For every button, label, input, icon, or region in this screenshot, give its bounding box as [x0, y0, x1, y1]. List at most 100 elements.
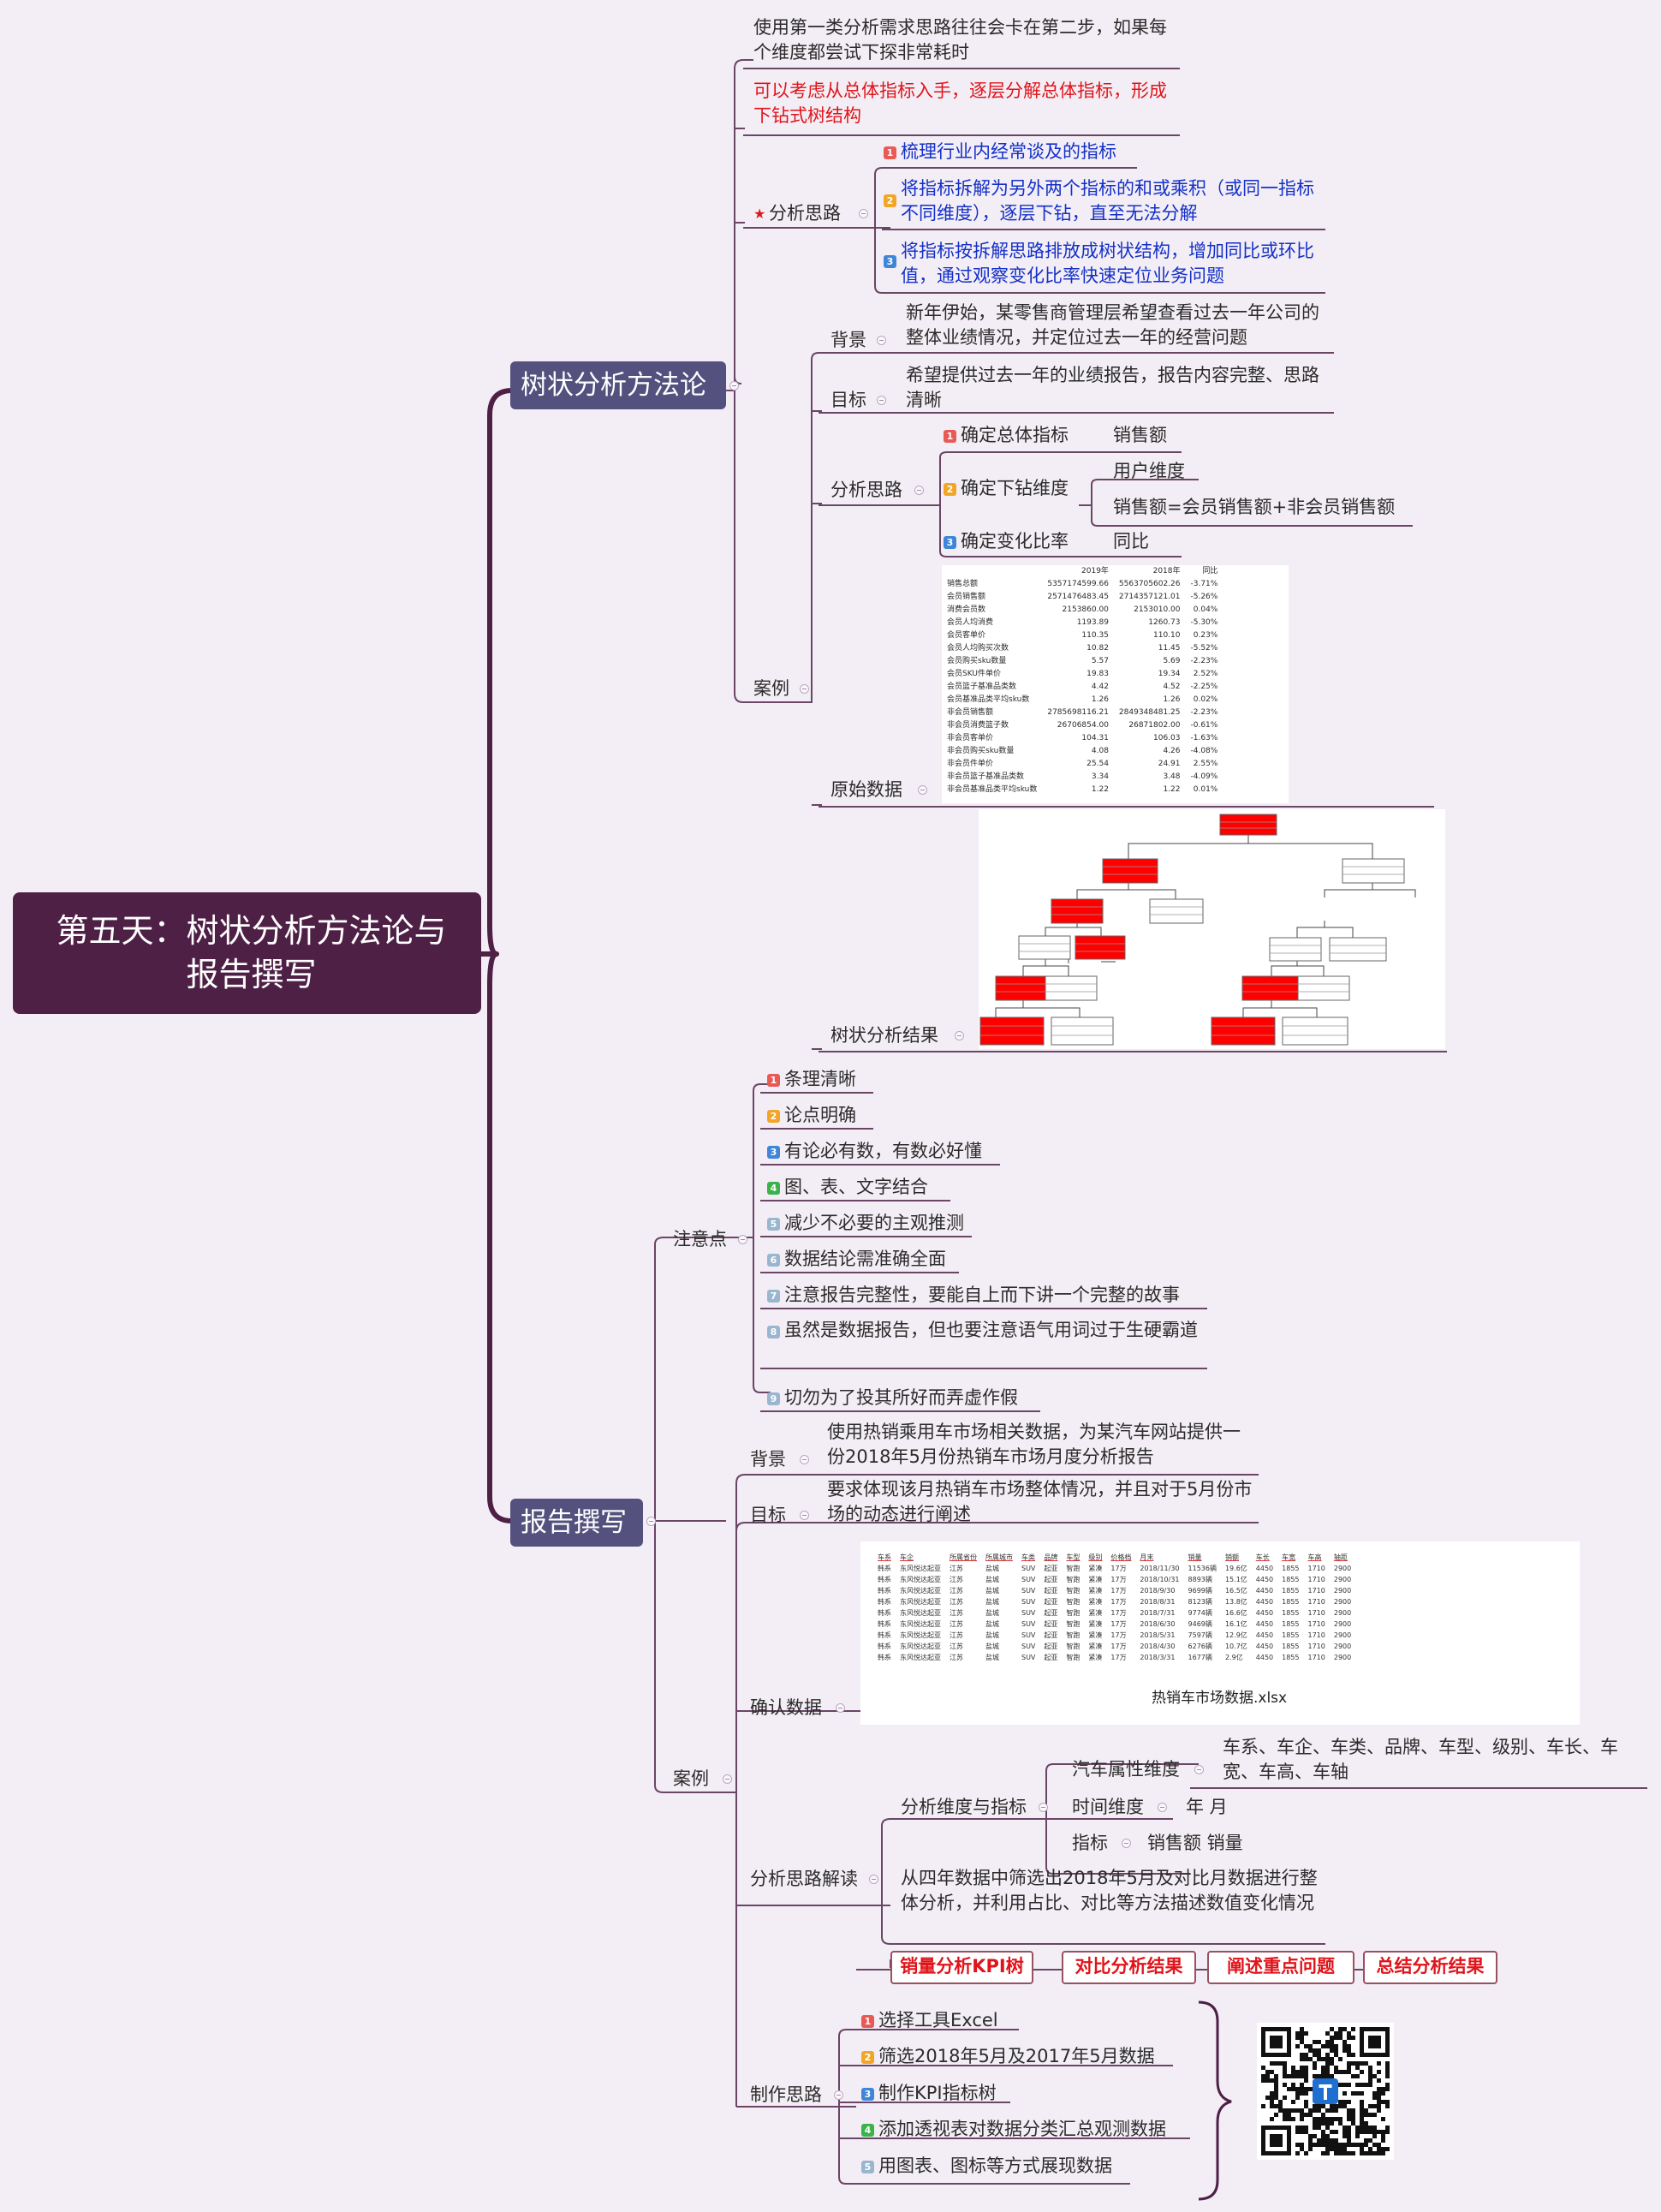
car-cell: 17万: [1110, 1631, 1127, 1639]
collapse-icon[interactable]: [723, 1774, 732, 1784]
collapse-icon[interactable]: [1122, 1839, 1131, 1848]
branch-tree-analysis[interactable]: 树状分析方法论: [510, 361, 726, 409]
car-cell: 江苏: [950, 1609, 963, 1617]
thinking-label[interactable]: 分析思路: [769, 203, 841, 224]
car-cell: SUV: [1021, 1654, 1036, 1661]
collapse-icon[interactable]: [955, 1031, 964, 1040]
car-cell: 盐城: [985, 1565, 999, 1572]
collapse-icon[interactable]: [800, 1455, 809, 1464]
time-dim-text: 年 月: [1186, 1797, 1228, 1817]
car-cell: 紧凑: [1088, 1587, 1103, 1595]
interp-label[interactable]: 分析思路解读: [750, 1869, 858, 1889]
car-cell: 韩系: [878, 1631, 891, 1639]
number-2-icon: 2: [861, 2051, 874, 2064]
raw-data-label[interactable]: 原始数据: [830, 779, 902, 800]
confirm-data-label[interactable]: 确认数据: [750, 1697, 822, 1718]
car-header-cell: 车高: [1307, 1553, 1322, 1561]
collapse-icon[interactable]: [914, 486, 924, 495]
collapse-icon[interactable]: [869, 1875, 878, 1884]
raw-cell: 2.52%: [1193, 670, 1218, 678]
collapse-icon[interactable]: [836, 1703, 845, 1713]
car-cell: 江苏: [950, 1576, 963, 1583]
case-label[interactable]: 案例: [753, 678, 789, 699]
car-cell: 2018/8/31: [1140, 1598, 1176, 1606]
raw-cell: 5.57: [1091, 657, 1109, 665]
car-cell: 7597辆: [1188, 1631, 1212, 1639]
number-3-icon: 3: [767, 1146, 780, 1159]
car-cell: 2900: [1333, 1631, 1352, 1639]
branch-report-writing[interactable]: 报告撰写: [510, 1499, 643, 1547]
car-header-cell: 车系: [878, 1553, 891, 1561]
collapse-icon[interactable]: [738, 1235, 747, 1244]
tips-label[interactable]: 注意点: [673, 1229, 727, 1249]
collapse-icon[interactable]: [918, 785, 927, 795]
flow-key-issues[interactable]: 阐述重点问题: [1207, 1951, 1354, 1984]
collapse-icon[interactable]: [877, 396, 886, 405]
car-cell: 起亚: [1044, 1598, 1058, 1606]
tree-result-label[interactable]: 树状分析结果: [830, 1025, 938, 1046]
collapse-icon[interactable]: [1194, 1765, 1204, 1774]
metric-label[interactable]: 指标: [1072, 1833, 1108, 1853]
collapse-icon[interactable]: [729, 381, 739, 391]
make-label[interactable]: 制作思路: [750, 2084, 822, 2105]
number-1-icon: 1: [861, 2015, 874, 2028]
flow-summary[interactable]: 总结分析结果: [1363, 1951, 1497, 1984]
raw-cell: -2.23%: [1190, 657, 1218, 665]
raw-cell: 0.01%: [1193, 785, 1218, 794]
collapse-icon[interactable]: [859, 209, 868, 218]
car-header-cell: 级别: [1088, 1553, 1103, 1561]
car-cell: 江苏: [950, 1598, 963, 1606]
collapse-icon[interactable]: [800, 684, 809, 694]
report-goal-label[interactable]: 目标: [750, 1505, 786, 1525]
report-background-label[interactable]: 背景: [750, 1449, 786, 1470]
car-header-cell: 销额: [1224, 1553, 1239, 1561]
flow-kpi-tree[interactable]: 销量分析KPI树: [890, 1951, 1033, 1984]
collapse-icon[interactable]: [877, 336, 886, 345]
time-dim-label[interactable]: 时间维度: [1072, 1797, 1144, 1817]
collapse-icon[interactable]: [800, 1511, 809, 1520]
car-cell: 江苏: [950, 1565, 963, 1572]
collapse-icon[interactable]: [646, 1517, 656, 1526]
car-cell: SUV: [1021, 1609, 1036, 1617]
raw-header-cell: 2018年: [1152, 567, 1181, 575]
car-cell: 17万: [1110, 1587, 1127, 1595]
car-cell: 4450: [1255, 1609, 1274, 1617]
raw-cell: 会员销售额: [947, 593, 986, 601]
collapse-icon[interactable]: [1158, 1803, 1167, 1812]
collapse-icon[interactable]: [834, 2090, 843, 2100]
background-label[interactable]: 背景: [830, 330, 866, 350]
make-step-item: 制作KPI指标树: [878, 2083, 997, 2103]
tip-item: 论点明确: [784, 1105, 856, 1125]
report-case-label[interactable]: 案例: [673, 1768, 709, 1789]
car-cell: 17万: [1110, 1643, 1127, 1650]
car-cell: 东风悦达起亚: [900, 1654, 941, 1661]
flow-compare-result[interactable]: 对比分析结果: [1062, 1951, 1196, 1984]
case-thinking-label[interactable]: 分析思路: [830, 480, 902, 500]
attr-dim-label[interactable]: 汽车属性维度: [1072, 1759, 1180, 1780]
root-node[interactable]: 第五天：树状分析方法论与报告撰写: [13, 892, 481, 1014]
car-cell: 2900: [1333, 1587, 1352, 1595]
car-cell: 江苏: [950, 1631, 963, 1639]
branch-report-writing-label: 报告撰写: [521, 1507, 627, 1538]
raw-cell: 106.03: [1153, 734, 1181, 742]
number-4-icon: 4: [767, 1182, 780, 1195]
root-title: 第五天：树状分析方法论与报告撰写: [56, 912, 447, 993]
raw-cell: 5357174599.66: [1047, 580, 1109, 588]
dims-label[interactable]: 分析维度与指标: [901, 1797, 1027, 1817]
thinking-item-1: 梳理行业内经常谈及的指标: [901, 141, 1116, 162]
car-cell: 紧凑: [1088, 1643, 1103, 1650]
raw-cell: 4.52: [1163, 683, 1181, 691]
goal-label[interactable]: 目标: [830, 390, 866, 410]
number-1-icon: 1: [767, 1074, 780, 1087]
collapse-icon[interactable]: [1039, 1803, 1048, 1812]
car-cell: 1855: [1282, 1609, 1300, 1617]
car-cell: 8893辆: [1188, 1576, 1212, 1583]
number-5-icon: 5: [767, 1218, 780, 1231]
raw-header-cell: 同比: [1202, 567, 1218, 575]
car-cell: 2018/11/30: [1140, 1565, 1180, 1572]
raw-cell: -1.63%: [1190, 734, 1218, 742]
